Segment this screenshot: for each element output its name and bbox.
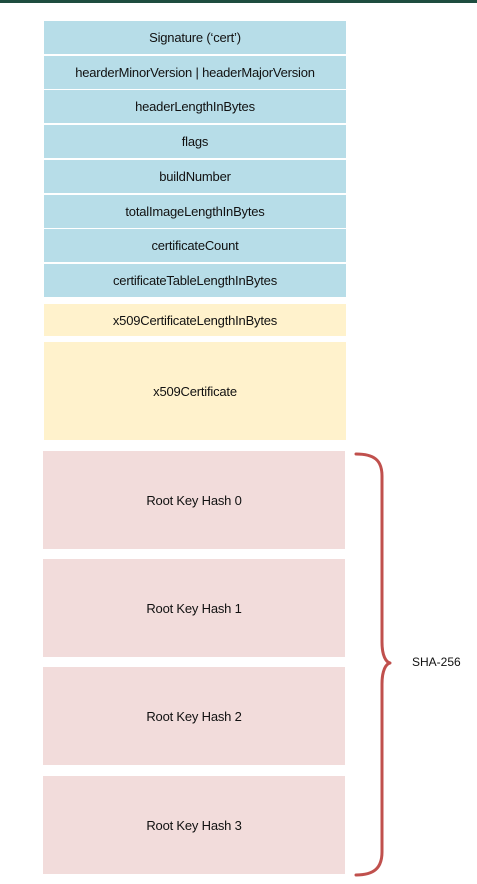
- root-key-hash-3: Root Key Hash 3: [43, 776, 345, 874]
- field-signature: Signature (‘cert’): [44, 21, 346, 54]
- field-x509-certificate: x509Certificate: [44, 342, 346, 440]
- field-total-image-length: totalImageLengthInBytes: [44, 195, 346, 228]
- top-accent-bar: [0, 0, 477, 3]
- field-certificate-count: certificateCount: [44, 229, 346, 262]
- sha-256-label: SHA-256: [412, 655, 461, 669]
- field-x509-certificate-length: x509CertificateLengthInBytes: [44, 304, 346, 336]
- field-build-number: buildNumber: [44, 160, 346, 193]
- root-key-hash-1: Root Key Hash 1: [43, 559, 345, 657]
- root-key-hash-0: Root Key Hash 0: [43, 451, 345, 549]
- field-flags: flags: [44, 125, 346, 158]
- field-header-version: hearderMinorVersion | headerMajorVersion: [44, 56, 346, 89]
- root-key-hash-2: Root Key Hash 2: [43, 667, 345, 765]
- curly-brace-path: [354, 452, 392, 877]
- field-header-length: headerLengthInBytes: [44, 90, 346, 123]
- curly-brace: [354, 452, 392, 877]
- field-certificate-table-length: certificateTableLengthInBytes: [44, 264, 346, 297]
